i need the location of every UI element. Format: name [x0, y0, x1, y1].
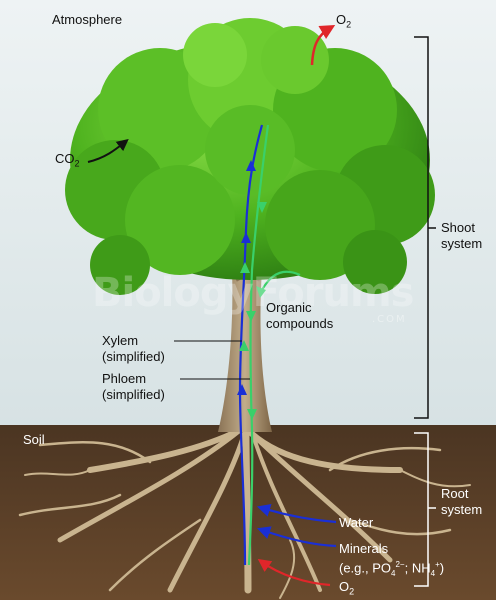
xylem-arrowhead [246, 160, 256, 171]
minerals-arrow [257, 526, 337, 548]
o2-in-arrow [257, 558, 331, 587]
xylem-path [238, 124, 264, 566]
phloem-branch [261, 270, 301, 291]
label-soil: Soil [23, 432, 45, 447]
watermark: BiologyForums [92, 270, 414, 316]
xylem-arrowhead [237, 384, 247, 395]
xylem-arrowhead [241, 232, 251, 243]
label-co2: CO2 [55, 151, 80, 169]
tree-canopy [65, 18, 435, 295]
phloem-arrowhead [257, 202, 267, 213]
label-o2-top: O2 [336, 12, 352, 30]
label-atmosphere: Atmosphere [52, 12, 123, 27]
phloem-arrowhead [239, 340, 249, 351]
o2-out-arrow [310, 24, 336, 66]
label-phloem: Phloem(simplified) [102, 371, 165, 402]
label-xylem: Xylem(simplified) [102, 333, 165, 364]
phloem-path [247, 124, 270, 566]
label-water: Water [339, 515, 374, 530]
water-arrow [256, 503, 337, 524]
phloem-arrowhead [246, 311, 256, 322]
co2-in-arrow [87, 139, 129, 163]
root-system [18, 427, 471, 599]
phloem-arrowhead [247, 409, 257, 420]
phloem-arrowhead [256, 286, 266, 298]
label-minerals: Minerals(e.g., PO42−; NH4+) [339, 541, 445, 578]
root-system-bracket [414, 432, 436, 587]
watermark-sub: .COM [372, 314, 407, 325]
phloem-arrowhead [240, 262, 250, 273]
label-o2-bottom: O2 [339, 579, 355, 597]
shoot-system-bracket [414, 36, 436, 419]
